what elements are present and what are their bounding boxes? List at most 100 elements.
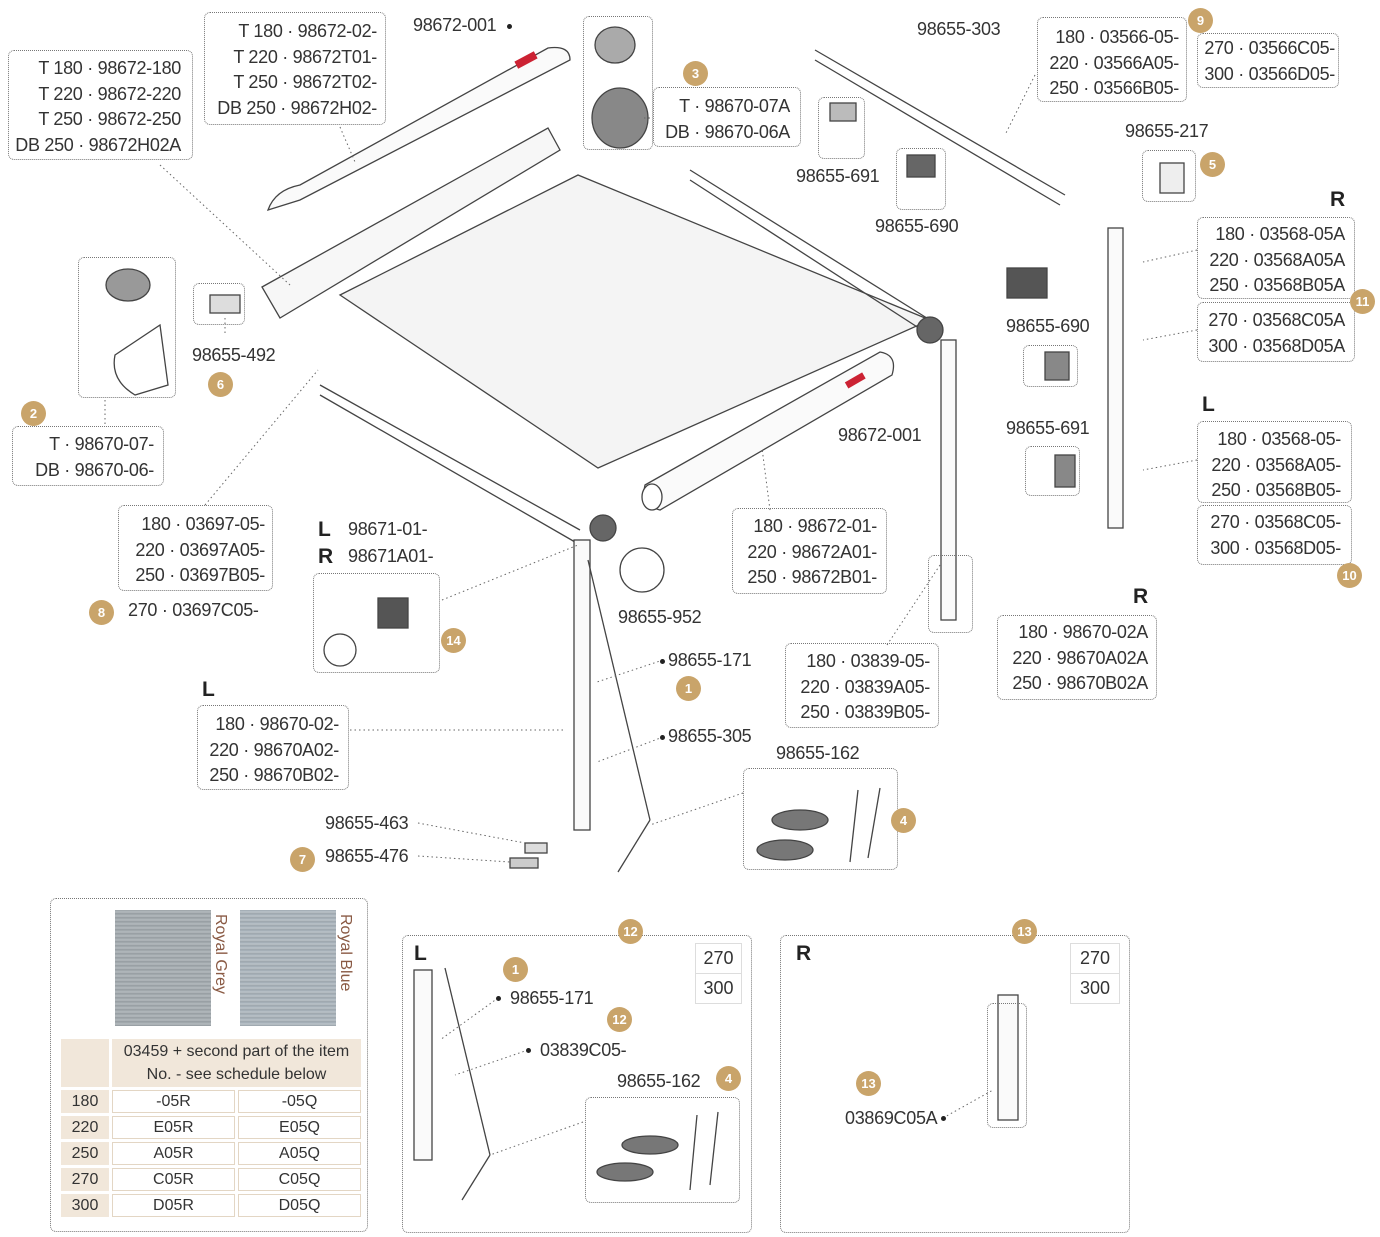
panel-13-leg — [997, 994, 1019, 1121]
clip-691-mid-label: 98655-691 — [1006, 418, 1090, 438]
left-rail-label: DB 250 · 98672H02A — [15, 134, 181, 155]
box-r-side-leg — [997, 615, 1157, 700]
kit-4-strap-1 — [771, 809, 829, 831]
panel-12-leg — [413, 969, 433, 1161]
box-panel-12-kit — [585, 1097, 740, 1203]
front-cover-labels: 180 · 98672-01- 220 · 98672A01- 250 · 98… — [734, 514, 877, 591]
r-side-leg-label: 220 · 98670A02A — [1012, 647, 1148, 668]
badge-12-panel: 12 — [618, 919, 643, 944]
box-leg-11b — [1197, 302, 1355, 362]
kit-14-part-l: 98671-01- — [348, 519, 428, 539]
panel-12-strap-1 — [621, 1135, 679, 1155]
leader-dot — [941, 1116, 946, 1121]
rafter-back-line — [814, 49, 1066, 196]
part-476-label: 98655-476 — [325, 846, 409, 866]
l-side-leg-label: 180 · 98670-02- — [215, 714, 339, 734]
foot-476 — [509, 857, 539, 869]
box-kit-14 — [313, 573, 440, 673]
motor-head-left — [589, 514, 617, 542]
box-leg-11a — [1197, 217, 1355, 299]
panel-12-foot — [461, 1154, 491, 1201]
right-leg-label: 180 · 03839-05- — [806, 651, 930, 671]
schedule-blue: A05Q — [238, 1142, 361, 1165]
leg-10-label: 180 · 03568-05- — [1217, 429, 1341, 449]
badge-4: 4 — [891, 808, 916, 833]
clip-690-mid — [1006, 267, 1048, 299]
badge-3: 3 — [683, 61, 708, 86]
left-rail-label: T 180 · 98672-180 — [38, 58, 181, 78]
kit-4-strap-2 — [756, 839, 814, 861]
part-305-label: 98655-305 — [668, 726, 752, 746]
part-1-label: 98655-171 — [668, 650, 752, 670]
panel-13-side: R — [796, 942, 812, 965]
schedule-size: 220 — [61, 1116, 109, 1139]
leg-10-labels-b: 270 · 03568C05- 300 · 03568D05- — [1199, 510, 1341, 561]
schedule-row: 220 E05R E05Q — [61, 1116, 361, 1139]
panel-12-kit-label: 98655-162 — [617, 1071, 701, 1091]
rafter-8-extra: 270 · 03697C05- — [128, 600, 259, 620]
kit-4-label: 98655-162 — [776, 743, 860, 763]
schedule-grey: C05R — [112, 1168, 235, 1191]
box-part-5 — [1142, 150, 1196, 202]
leg-11-label: 180 · 03568-05A — [1215, 224, 1345, 244]
clip-690-top — [906, 154, 936, 178]
box-front-cover — [732, 508, 887, 594]
top-cover-logo — [514, 51, 538, 69]
box-clip-691-top — [818, 97, 865, 159]
kit-14-side-l: L — [318, 518, 331, 541]
badge-6: 6 — [208, 372, 233, 397]
rafter-back-line-2 — [814, 59, 1061, 206]
schedule-row: 180 -05R -05Q — [61, 1090, 361, 1113]
part-952-label: 98655-952 — [618, 607, 702, 627]
badge-8: 8 — [89, 600, 114, 625]
leader-9 — [1004, 74, 1036, 136]
motor-head-right — [916, 316, 944, 344]
foot-463 — [524, 842, 548, 854]
badge-2: 2 — [21, 401, 46, 426]
schedule-row: 300 D05R D05Q — [61, 1194, 361, 1217]
badge-11: 11 — [1350, 289, 1375, 314]
panel-13-part-label: 03869C05A — [845, 1108, 938, 1128]
leg-11-labels-a: 180 · 03568-05A 220 · 03568A05A 250 · 03… — [1199, 222, 1345, 299]
leg-11-label: 250 · 03568B05A — [1209, 275, 1345, 295]
end-cap-2-top — [105, 268, 151, 302]
leader-10a — [1142, 459, 1198, 471]
schedule-blue: D05Q — [238, 1194, 361, 1217]
rafter-8-label: 180 · 03697-05- — [141, 514, 265, 534]
clip-691-top-label: 98655-691 — [796, 166, 880, 186]
leg-10-label: 300 · 03568D05- — [1210, 537, 1341, 558]
r-side-leg-label: 180 · 98670-02A — [1018, 622, 1148, 642]
kit-4-peg-1 — [849, 789, 859, 863]
leg-left-front — [573, 539, 591, 831]
kit-14-part-r: 98671A01- — [348, 546, 434, 566]
box-clip-691-mid-b — [1025, 446, 1080, 496]
rafter-9-label: 250 · 03566B05- — [1049, 78, 1179, 98]
kit-14-side-r: R — [318, 545, 334, 568]
leader-p13 — [942, 1089, 994, 1119]
box-l-side-leg — [197, 705, 349, 790]
leg-10-label: 270 · 03568C05- — [1210, 512, 1341, 532]
leg-10-label: 250 · 03568B05- — [1211, 480, 1341, 500]
kit-14-ring — [323, 633, 357, 667]
rafter-9-label: 180 · 03566-05- — [1055, 27, 1179, 47]
rafter-left-line-2 — [319, 394, 576, 543]
box-rafter-8 — [118, 505, 273, 591]
leg-11-label: 300 · 03568D05A — [1208, 335, 1345, 356]
leader-11a — [1142, 249, 1198, 263]
kit-4-peg-2 — [867, 787, 881, 859]
center-rail-label: DB 250 · 98672H02- — [217, 97, 377, 118]
schedule-corner — [61, 1039, 109, 1087]
panel-13-size: 300 — [1079, 978, 1111, 998]
end-cap-3-top — [594, 26, 636, 64]
leg-left-brace — [587, 559, 651, 821]
panel-12-side: L — [414, 942, 427, 965]
front-cover-logo — [844, 372, 866, 389]
front-cover-label: 250 · 98672B01- — [747, 567, 877, 587]
panel-12-size: 300 — [703, 978, 734, 998]
leader-dot — [496, 996, 501, 1001]
box-center-rail — [204, 12, 386, 125]
panel-12-brace — [444, 967, 491, 1156]
box-right-leg-foot — [928, 555, 973, 633]
box-clip-690-top — [896, 148, 946, 210]
